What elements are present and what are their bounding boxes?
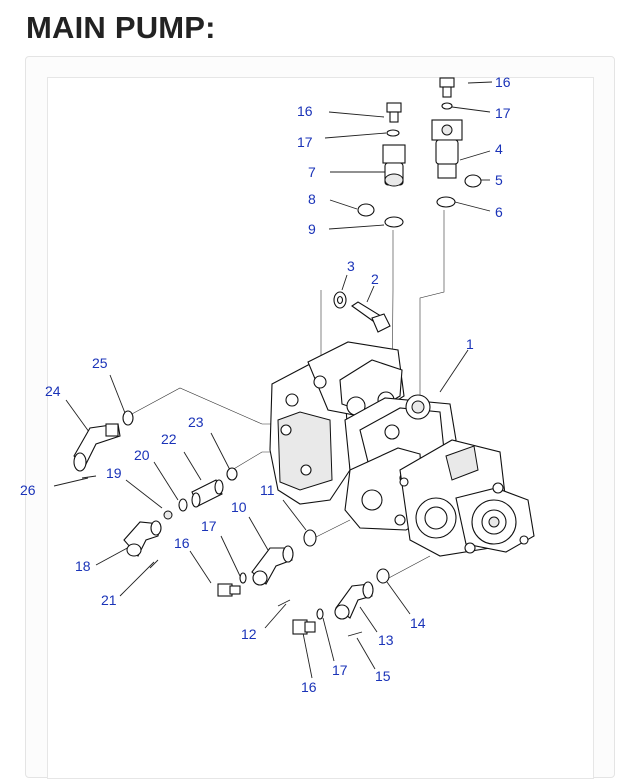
callout-13: 13 (378, 632, 394, 648)
callout-6: 6 (495, 204, 503, 220)
washer-3 (333, 291, 347, 309)
callout-23: 23 (188, 414, 204, 430)
callout-17: 17 (332, 662, 348, 678)
o-ring-6 (436, 196, 456, 208)
pin-12 (277, 599, 291, 607)
o-ring-20 (178, 498, 188, 512)
o-ring-23 (226, 467, 238, 481)
callout-4: 4 (495, 141, 503, 157)
elbow-fitting-7 (382, 144, 406, 187)
page-title: MAIN PUMP: (26, 10, 216, 45)
plug-19 (163, 510, 173, 520)
callout-18: 18 (75, 558, 91, 574)
o-ring-14 (376, 568, 390, 584)
elbow-fitting-18 (123, 520, 162, 557)
pin-26 (81, 475, 97, 479)
callout-1: 1 (466, 336, 474, 352)
callout-7: 7 (308, 164, 316, 180)
fitting-4 (431, 119, 463, 179)
callout-25: 25 (92, 355, 108, 371)
callout-20: 20 (134, 447, 150, 463)
callout-3: 3 (347, 258, 355, 274)
callout-14: 14 (410, 615, 426, 631)
leader-lines (53, 81, 493, 679)
elbow-fitting-10 (251, 545, 294, 586)
o-ring-25 (122, 410, 134, 426)
callout-16: 16 (297, 103, 313, 119)
callout-5: 5 (495, 172, 503, 188)
bolt-16-lower-right (292, 619, 316, 635)
callout-2: 2 (371, 271, 379, 287)
bolt-16-top-right (439, 77, 455, 98)
bolt-16-lower-left (217, 583, 241, 597)
fitting-22 (191, 479, 224, 508)
main-pump-body (269, 341, 535, 557)
callout-15: 15 (375, 668, 391, 684)
callout-16: 16 (174, 535, 190, 551)
callout-22: 22 (161, 431, 177, 447)
callout-11: 11 (260, 482, 275, 498)
callout-12: 12 (241, 626, 257, 642)
o-ring-5 (464, 174, 482, 188)
callout-26: 26 (20, 482, 36, 498)
elbow-fitting-13 (334, 581, 374, 620)
callout-10: 10 (231, 499, 247, 515)
callout-17: 17 (201, 518, 217, 534)
washer-17-top-left (386, 129, 400, 137)
elbow-fitting-24 (73, 423, 121, 472)
callout-labels: 16 17 4 5 6 16 17 7 8 9 3 2 1 25 24 23 2… (20, 74, 511, 695)
washer-17-lower-left (239, 572, 247, 584)
callout-8: 8 (308, 191, 316, 207)
pin-21 (149, 559, 159, 569)
o-ring-8 (357, 203, 375, 217)
exploded-parts-diagram: 16 17 4 5 6 16 17 7 8 9 3 2 1 25 24 23 2… (20, 74, 535, 695)
callout-19: 19 (106, 465, 122, 481)
callout-24: 24 (45, 383, 61, 399)
callout-21: 21 (101, 592, 117, 608)
o-ring-11 (303, 529, 317, 547)
washer-17-lower-right (316, 608, 324, 620)
callout-16: 16 (495, 74, 511, 90)
callout-17: 17 (297, 134, 313, 150)
callout-9: 9 (308, 221, 316, 237)
callout-16: 16 (301, 679, 317, 695)
pin-15 (347, 631, 363, 637)
o-ring-9 (384, 216, 404, 228)
washer-17-top-right (441, 102, 453, 110)
bolt-2 (351, 301, 391, 333)
bolt-16-top-left (386, 102, 402, 123)
callout-17: 17 (495, 105, 511, 121)
